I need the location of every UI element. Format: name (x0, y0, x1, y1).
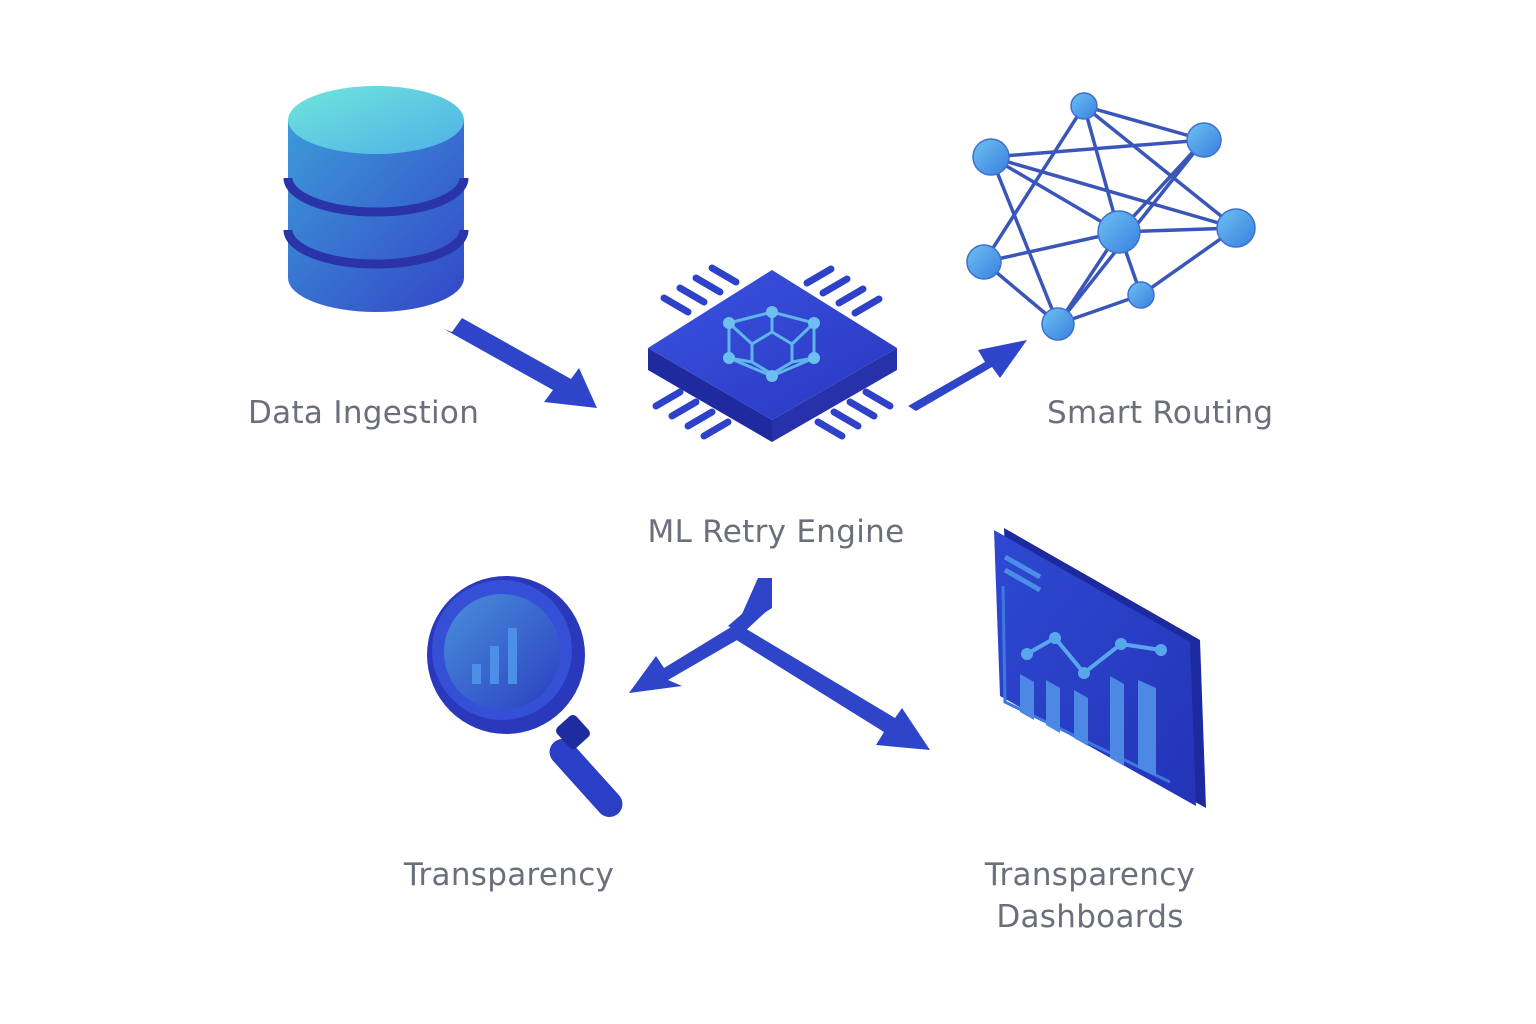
label-smart-routing: Smart Routing (1047, 395, 1274, 431)
database-icon (283, 86, 469, 312)
label-transparency-dashboards-line2: Dashboards (996, 899, 1184, 935)
network-graph-icon (966, 92, 1256, 341)
label-transparency-dashboards-line1: Transparency (984, 857, 1196, 893)
arrow-ingestion-to-engine (444, 318, 597, 408)
arrow-engine-split (629, 578, 930, 750)
magnifier-chart-icon (427, 576, 623, 818)
arrow-engine-to-routing (908, 340, 1027, 411)
label-transparency: Transparency (403, 857, 615, 893)
chip-icon (648, 264, 897, 442)
label-data-ingestion: Data Ingestion (248, 395, 480, 431)
label-transparency-dashboards: Transparency Dashboards (930, 854, 1250, 938)
dashboard-monitor-icon (994, 528, 1206, 808)
label-ml-retry-engine: ML Retry Engine (647, 514, 905, 550)
